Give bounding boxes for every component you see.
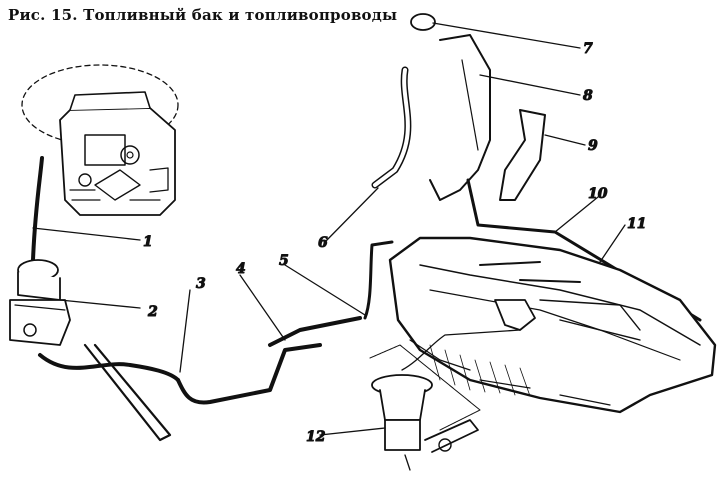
fuel-tank bbox=[388, 224, 717, 414]
callout-5: 5 bbox=[279, 253, 289, 269]
callout-6: 6 bbox=[318, 235, 328, 251]
callout-7: 7 bbox=[583, 41, 593, 57]
callout-3: 3 bbox=[196, 276, 206, 292]
fuel-pump-2 bbox=[9, 259, 141, 346]
carburetor bbox=[21, 64, 179, 216]
fuel-sender-unit bbox=[319, 329, 521, 471]
vent-line bbox=[363, 240, 394, 320]
callout-9: 9 bbox=[588, 138, 598, 154]
callout-11: 11 bbox=[627, 216, 646, 232]
callout-4: 4 bbox=[236, 261, 246, 277]
fuel-line bbox=[38, 264, 366, 442]
callout-1: 1 bbox=[143, 234, 153, 250]
figure-caption: Рис. 15. Топливный бак и топливопроводы bbox=[8, 6, 398, 24]
filler-hoses bbox=[324, 13, 702, 322]
callout-8: 8 bbox=[583, 88, 593, 104]
callout-12: 12 bbox=[306, 429, 326, 445]
callout-2: 2 bbox=[147, 304, 158, 320]
callout-10: 10 bbox=[588, 186, 608, 202]
fuel-hose-1 bbox=[31, 156, 141, 262]
